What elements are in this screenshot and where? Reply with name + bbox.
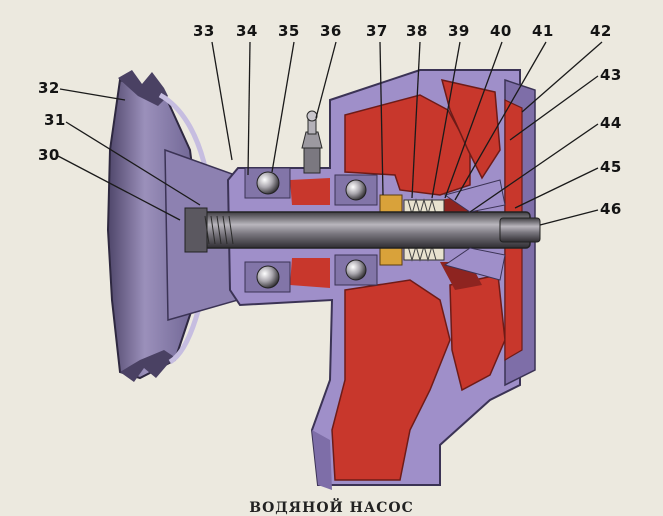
leader-line-40 [444,41,503,199]
grease-nipple [301,110,323,174]
rear-bearing [334,174,378,286]
callout-39: 39 [448,22,470,40]
leader-line-36 [315,41,337,119]
leader-line-44 [469,123,599,213]
leader-line-32 [59,88,126,101]
callout-43: 43 [600,66,622,84]
leader-line-33 [211,41,233,161]
callout-37: 37 [366,22,388,40]
callout-35: 35 [278,22,300,40]
front-bearing [244,167,291,293]
leader-line-43 [509,75,599,141]
callout-31: 31 [44,111,66,129]
leader-line-38 [411,41,421,199]
impeller [443,179,506,281]
callout-32: 32 [38,79,60,97]
callout-45: 45 [600,158,622,176]
callout-36: 36 [320,22,342,40]
callout-labels: 30 31 32 33 34 35 36 37 38 39 40 41 42 43 44 45 46 [38,22,622,226]
leader-line-46 [539,209,599,226]
shaft-seal [379,194,445,266]
leader-line-31 [65,121,201,206]
leader-line-42 [521,41,603,113]
callout-42: 42 [590,22,612,40]
callout-33: 33 [193,22,215,40]
callout-41: 41 [532,22,554,40]
pump-shaft [184,207,541,253]
callout-30: 30 [38,146,60,164]
leader-line-39 [431,41,461,199]
callout-34: 34 [236,22,258,40]
leader-line-30 [57,155,181,221]
leader-line-37 [379,41,384,196]
callout-46: 46 [600,200,622,218]
callout-38: 38 [406,22,428,40]
leader-line-34 [247,41,251,176]
leader-line-35 [271,41,295,173]
diagram-caption: ВОДЯНОЙ НАСОС [249,500,414,516]
callout-44: 44 [600,114,622,132]
leader-line-45 [514,167,599,209]
leader-line-41 [454,41,547,201]
callout-40: 40 [490,22,512,40]
coolant-cavity [290,78,523,481]
